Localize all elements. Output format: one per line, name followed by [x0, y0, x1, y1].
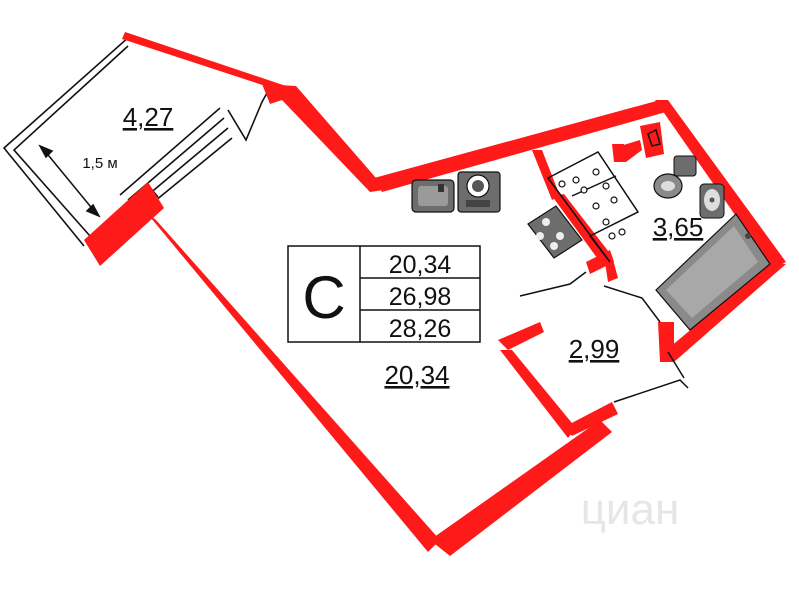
bathroom-area-label: 3,65 [653, 212, 704, 242]
hall-area-label: 2,99 [569, 334, 620, 364]
main-room-area-label: 20,34 [384, 360, 449, 390]
bathtub-icon [655, 213, 771, 331]
living-area-value: 20,34 [389, 251, 452, 279]
washing-machine-icon [457, 171, 501, 213]
depth-arrow [38, 144, 101, 218]
total-with-balcony-value: 28,26 [389, 315, 452, 343]
watermark: циан [581, 485, 680, 534]
room-type-label: С [302, 264, 345, 331]
balcony-depth-label: 1,5 м [82, 155, 117, 172]
kitchen-counter [546, 151, 640, 263]
areas-table [287, 245, 481, 343]
total-area-value: 26,98 [389, 283, 452, 311]
balcony-area-label: 4,27 [123, 102, 174, 132]
interior-lines [519, 128, 689, 403]
washbasin-icon [699, 183, 725, 219]
stove-icon [527, 205, 583, 259]
kitchen-sink-icon [411, 179, 455, 213]
walls [84, 32, 786, 556]
toilet-icon [653, 155, 697, 199]
